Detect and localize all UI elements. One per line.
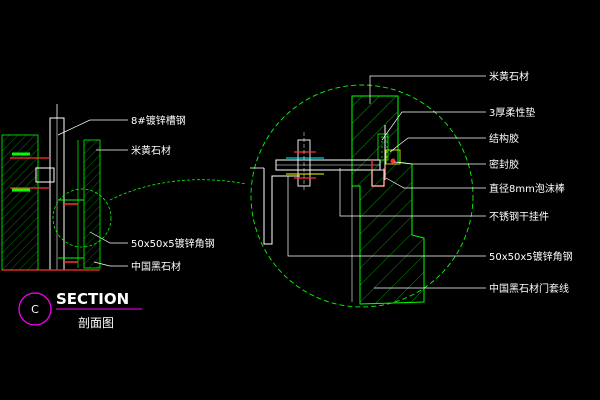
enlarged-detail-circle <box>250 84 474 308</box>
section-marker-circle <box>18 292 52 326</box>
label-structural-glue: 结构胶 <box>489 132 519 145</box>
label-door-frame: 中国黑石材门套线 <box>489 282 569 295</box>
label-foam-rod: 直径8mm泡沫棒 <box>489 182 565 195</box>
label-channel-steel: 8#镀锌槽钢 <box>131 114 186 127</box>
section-title: SECTION <box>56 290 129 308</box>
angle-steel-detail <box>263 168 300 245</box>
label-stone-beige-left: 米黄石材 <box>131 144 171 157</box>
section-subtitle: 剖面图 <box>78 316 114 330</box>
stone-panel-left <box>83 139 101 269</box>
left-section-detail <box>1 104 247 271</box>
section-marker-letter: C <box>31 303 39 316</box>
right-leaders <box>287 75 486 289</box>
label-stone-beige-right: 米黄石材 <box>489 70 529 83</box>
label-hanger: 不锈钢干挂件 <box>489 210 549 223</box>
stone-panel-detail <box>351 95 425 305</box>
flex-pad <box>377 133 389 161</box>
label-angle-steel-right: 50x50x5镀锌角钢 <box>489 250 573 263</box>
detail-callout-circle <box>52 188 112 248</box>
left-leaders <box>57 119 128 267</box>
title-block: C SECTION 剖面图 <box>18 290 142 330</box>
label-stone-black-left: 中国黑石材 <box>131 260 181 273</box>
bracket-box <box>35 167 55 183</box>
label-flex-pad: 3厚柔性垫 <box>489 106 535 119</box>
label-angle-steel-left: 50x50x5镀锌角钢 <box>131 237 215 250</box>
enlarged-detail <box>250 84 474 308</box>
label-sealant: 密封胶 <box>489 158 519 171</box>
